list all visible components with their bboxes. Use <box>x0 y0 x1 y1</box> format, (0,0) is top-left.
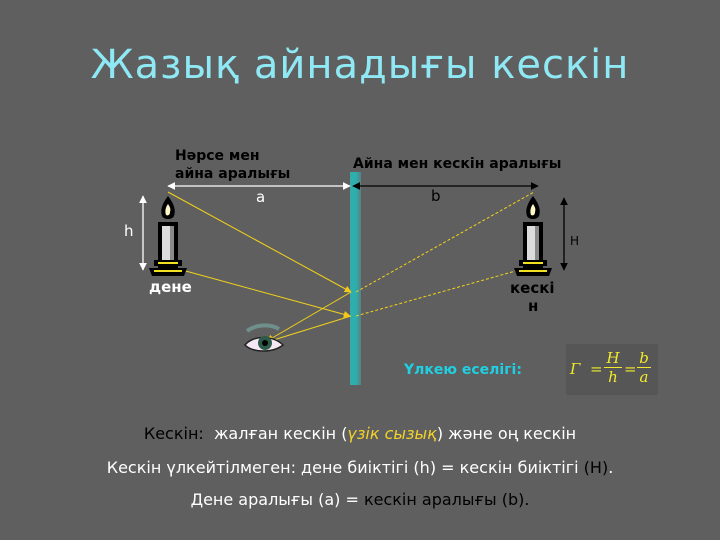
image-label-2: н <box>528 297 539 315</box>
magnification-formula: Γ = H h = b a <box>566 344 658 395</box>
explanation-line-1: Кескін: жалған кескін (үзік сызық) және … <box>0 424 720 443</box>
explanation-text: . <box>608 458 614 477</box>
distance-a-label: a <box>256 188 266 206</box>
formula-fraction-ba: b a <box>637 349 651 386</box>
formula-H: H <box>604 349 622 368</box>
explanation-text: ) және оң кескін <box>436 424 577 443</box>
virtual-ray-bottom <box>355 269 520 317</box>
formula-a: a <box>639 368 649 386</box>
explanation-text: Дене аралығы (a) = <box>190 490 364 509</box>
eye-icon <box>243 323 285 352</box>
magnification-label: Үлкею еселігі: <box>404 362 522 378</box>
height-h-label: h <box>124 222 134 240</box>
height-H-label: Н <box>570 234 580 248</box>
explanation-prefix: Кескін: <box>143 424 204 443</box>
explanation-dark: (Н) <box>583 458 609 477</box>
formula-eq-2: = <box>624 360 637 378</box>
incident-ray-top <box>167 191 352 293</box>
distance-b-label: b <box>431 187 441 205</box>
formula-b: b <box>637 349 651 368</box>
explanation-line-2: Кескін үлкейтілмеген: дене биіктігі (h) … <box>0 458 720 477</box>
dashed-line-highlight: үзік сызық <box>347 424 437 443</box>
formula-eq-1: = <box>590 360 603 378</box>
formula-h: h <box>608 368 618 386</box>
incident-ray-bottom <box>181 269 351 318</box>
reflected-ray-bottom <box>266 315 352 344</box>
object-mirror-distance-label-2: айна аралығы <box>175 166 291 182</box>
image-candle-icon <box>514 196 552 276</box>
object-mirror-distance-label-1: Нәрсе мен <box>175 148 260 164</box>
reflected-ray-top <box>266 291 352 342</box>
formula-fraction-Hh: H h <box>604 349 622 386</box>
explanation-line-3: Дене аралығы (a) = кескін аралығы (b). <box>0 490 720 509</box>
mirror-image-distance-label: Айна мен кескін аралығы <box>353 156 562 172</box>
plane-mirror <box>350 172 361 385</box>
object-candle-icon <box>149 196 187 276</box>
explanation-text: жалған кескін ( <box>203 424 348 443</box>
image-label-1: кескі <box>510 279 555 297</box>
explanation-dark: кескін аралығы (b). <box>363 490 530 509</box>
object-label: дене <box>149 278 192 296</box>
formula-gamma: Γ <box>570 360 581 378</box>
page-title: Жазық айнадығы кескін <box>90 42 630 88</box>
explanation-text: Кескін үлкейтілмеген: дене биіктігі (h) … <box>106 458 584 477</box>
virtual-ray-top <box>355 191 535 293</box>
